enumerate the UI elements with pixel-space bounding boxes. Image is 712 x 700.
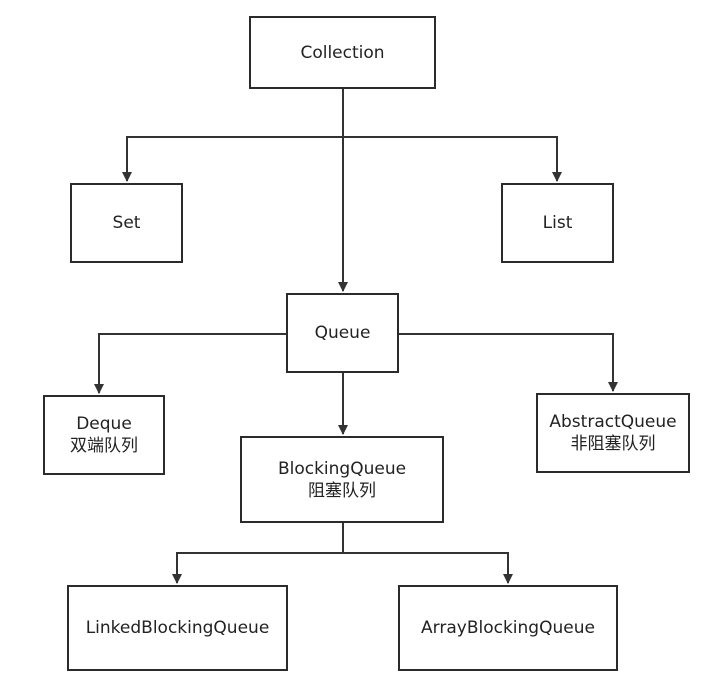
edge-blocking-to-linked xyxy=(172,523,344,584)
node-array-blocking-queue: ArrayBlockingQueue xyxy=(398,585,618,671)
node-list-label: List xyxy=(542,213,573,233)
node-deque: Deque 双端队列 xyxy=(43,395,165,475)
node-deque-sublabel: 双端队列 xyxy=(70,436,138,456)
edge-blocking-to-array xyxy=(343,552,513,584)
node-blocking-queue-sublabel: 阻塞队列 xyxy=(308,480,376,501)
node-linked-blocking-queue-label: LinkedBlockingQueue xyxy=(85,618,270,638)
edge-queue-to-deque xyxy=(94,333,286,394)
node-list: List xyxy=(501,183,614,263)
node-set-label: Set xyxy=(112,213,141,233)
node-deque-label: Deque xyxy=(76,414,132,434)
node-blocking-queue-label: BlockingQueue xyxy=(277,458,407,479)
node-set: Set xyxy=(70,183,183,263)
node-collection: Collection xyxy=(249,16,436,89)
node-abstract-queue-sublabel: 非阻塞队列 xyxy=(570,434,656,454)
node-collection-label: Collection xyxy=(300,42,385,63)
edge-collection-to-set xyxy=(122,89,344,182)
node-blocking-queue: BlockingQueue 阻塞队列 xyxy=(240,436,444,523)
node-queue: Queue xyxy=(286,293,399,373)
node-queue-label: Queue xyxy=(314,323,371,343)
node-linked-blocking-queue: LinkedBlockingQueue xyxy=(67,585,288,671)
node-array-blocking-queue-label: ArrayBlockingQueue xyxy=(421,618,595,638)
node-abstract-queue-label: AbstractQueue xyxy=(549,412,677,432)
edge-queue-to-abstract-queue xyxy=(399,333,618,392)
node-abstract-queue: AbstractQueue 非阻塞队列 xyxy=(536,393,690,473)
edge-collection-to-list xyxy=(343,136,562,182)
